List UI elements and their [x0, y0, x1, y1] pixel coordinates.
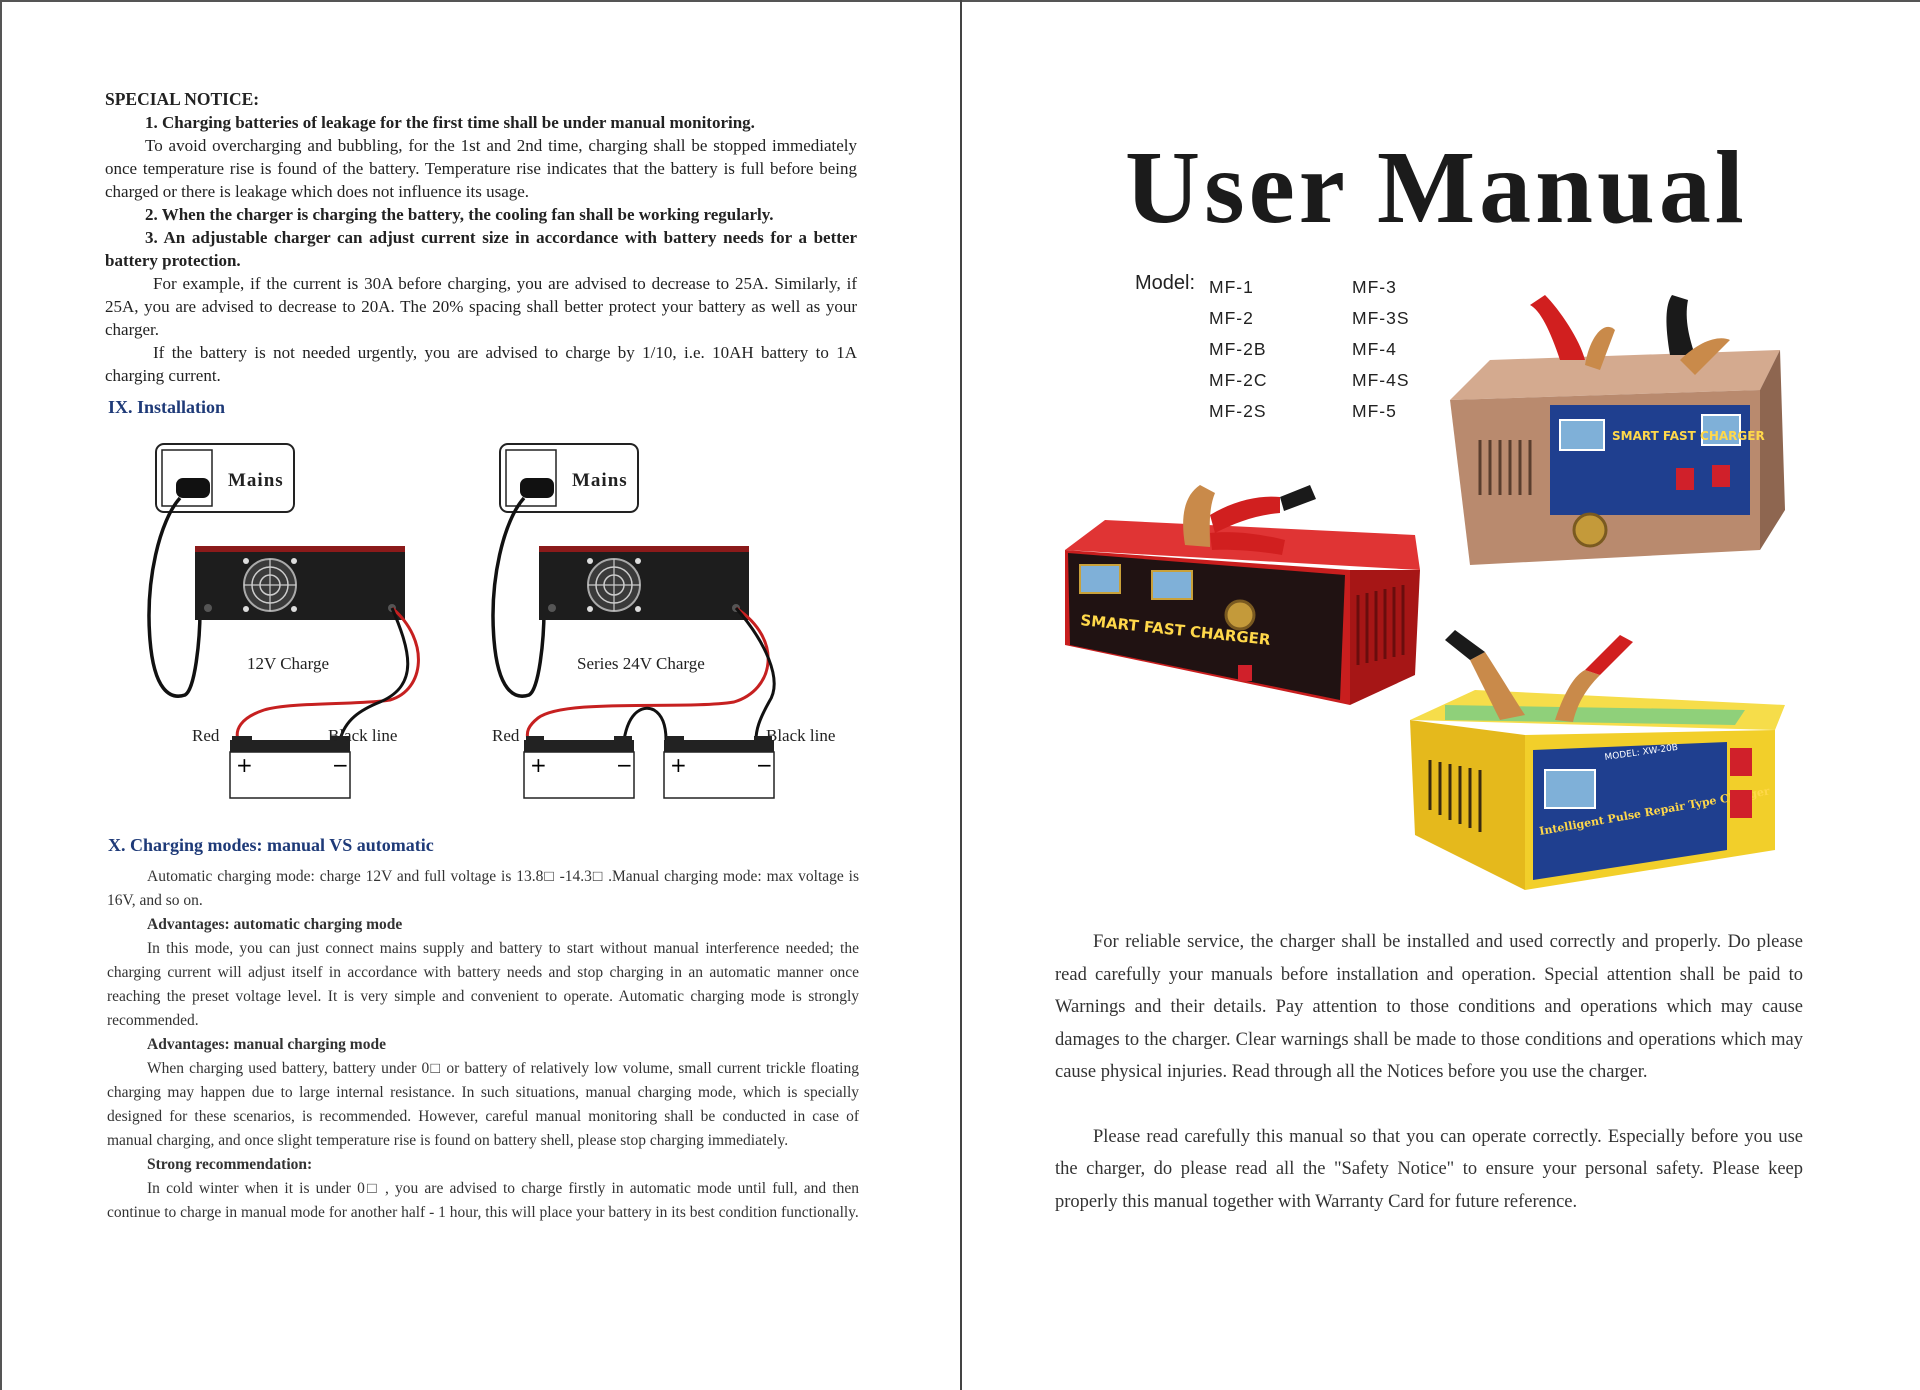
special-notice-heading: SPECIAL NOTICE:: [105, 89, 260, 109]
svg-text:+: +: [236, 753, 253, 777]
notice-item-3: 3. An adjustable charger can adjust curr…: [105, 228, 857, 270]
modes-intro: Automatic charging mode: charge 12V and …: [107, 868, 859, 909]
auto-mode-heading: Advantages: automatic charging mode: [147, 916, 403, 933]
notice-item-3-body-2: If the battery is not needed urgently, y…: [105, 343, 857, 385]
mains-plug: [520, 478, 554, 498]
notice-item-1: 1. Charging batteries of leakage for the…: [145, 113, 755, 132]
charger-rear: [539, 550, 749, 620]
battery-12v: [229, 751, 351, 799]
control-panel: [1068, 553, 1345, 700]
model-item: MF-2S: [1209, 401, 1267, 421]
model-item: MF-3S: [1352, 308, 1410, 328]
product-photo-bronze-charger: SMART FAST CHARGER: [1440, 290, 1800, 585]
model-label: Model:: [1135, 272, 1196, 294]
current-knob: [1572, 512, 1608, 548]
model-item: MF-2C: [1209, 370, 1268, 390]
intro-text: For reliable service, the charger shall …: [1055, 926, 1803, 1218]
svg-text:−: −: [616, 753, 633, 777]
manual-mode-body: When charging used battery, battery unde…: [107, 1060, 859, 1149]
model-item: MF-5: [1352, 401, 1397, 421]
power-switch: [1730, 748, 1752, 776]
lcd-display: [1079, 564, 1121, 594]
model-item: MF-3: [1352, 277, 1397, 297]
diagram-caption: 12V Charge: [247, 654, 330, 673]
intro-paragraph-2: Please read carefully this manual so tha…: [1055, 1126, 1803, 1212]
manual-mode-heading: Advantages: manual charging mode: [147, 1036, 386, 1053]
mains-label: Mains: [572, 470, 628, 491]
model-item: MF-2B: [1209, 339, 1267, 359]
charging-modes: Automatic charging mode: charge 12V and …: [107, 865, 859, 1225]
model-item: MF-4S: [1352, 370, 1410, 390]
page-gutter: [960, 0, 962, 1390]
model-item: MF-2: [1209, 308, 1254, 328]
lcd-display: [1559, 419, 1605, 451]
mains-label: Mains: [228, 470, 284, 491]
svg-text:+: +: [670, 753, 687, 777]
mains-plug: [176, 478, 210, 498]
lcd-display: [1544, 769, 1596, 809]
svg-text:+: +: [530, 753, 547, 777]
black-clamp: [1445, 630, 1485, 660]
power-switch: [1238, 665, 1252, 681]
battery-a: [523, 751, 635, 799]
auto-mode-body: In this mode, you can just connect mains…: [107, 940, 859, 1029]
product-photo-yellow-charger: MODEL: XW-20B Intelligent Pulse Repair T…: [1405, 610, 1785, 905]
black-line-label: Black line: [766, 726, 836, 745]
strong-recommendation-heading: Strong recommendation:: [147, 1156, 313, 1173]
svg-text:−: −: [756, 753, 773, 777]
power-switch: [1712, 465, 1730, 487]
diagram-12v-graphic: + −: [147, 443, 420, 799]
diagram-24v-charge: + − + − Mains Series 24V Charge Red Blac…: [484, 440, 854, 800]
model-item: MF-4: [1352, 339, 1397, 359]
product-photo-red-charger: SMART FAST CHARGER: [1060, 475, 1420, 720]
strong-recommendation-body: In cold winter when it is under 0□ , you…: [107, 1180, 859, 1221]
diagram-24v-graphic: + − + −: [491, 443, 776, 799]
model-list-col-2: MF-3 MF-3S MF-4 MF-4S MF-5: [1352, 277, 1410, 432]
special-notice: SPECIAL NOTICE: 1. Charging batteries of…: [105, 88, 857, 387]
brand-text: SMART FAST CHARGER: [1612, 429, 1765, 443]
red-clamp: [1210, 496, 1280, 533]
black-clamp: [1280, 485, 1316, 511]
charger-rear: [195, 550, 405, 620]
current-knob: [1224, 599, 1256, 631]
model-item: MF-1: [1209, 277, 1254, 297]
notice-item-3-body-1: For example, if the current is 30A befor…: [105, 274, 857, 339]
black-line-label: Black line: [328, 726, 398, 745]
manual-title: User Manual: [1125, 130, 1748, 245]
diagram-caption: Series 24V Charge: [577, 654, 705, 673]
red-clamp: [1530, 295, 1585, 360]
charging-modes-heading: X. Charging modes: manual VS automatic: [108, 835, 434, 855]
svg-text:−: −: [332, 753, 349, 777]
red-line-label: Red: [492, 726, 520, 745]
red-clamp: [1585, 635, 1633, 675]
model-list-col-1: MF-1 MF-2 MF-2B MF-2C MF-2S: [1209, 277, 1267, 432]
diagram-12v-charge: + − Mains 12V Charge Red Black line: [140, 440, 440, 800]
black-clamp: [1666, 295, 1695, 355]
left-page: [0, 0, 2, 1390]
intro-paragraph-1: For reliable service, the charger shall …: [1055, 932, 1803, 1082]
red-line-label: Red: [192, 726, 220, 745]
notice-item-2: 2. When the charger is charging the batt…: [145, 205, 774, 224]
installation-heading: IX. Installation: [108, 397, 226, 417]
notice-item-1-body: To avoid overcharging and bubbling, for …: [105, 136, 857, 201]
battery-b: [663, 751, 775, 799]
